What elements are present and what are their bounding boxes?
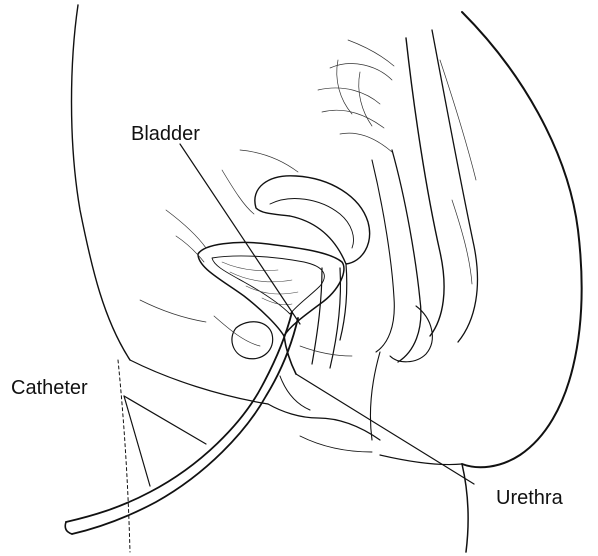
anal-canal	[370, 352, 380, 440]
catheter-tube-upper	[66, 312, 292, 522]
rectum-outer	[392, 150, 421, 362]
rectum-inner	[372, 160, 394, 352]
leg-front	[118, 360, 130, 552]
abdomen-outline	[72, 5, 131, 360]
perineum	[300, 436, 372, 452]
spine-front	[406, 38, 444, 336]
labia	[268, 404, 380, 440]
back-outline	[462, 12, 582, 467]
bladder-texture	[222, 262, 298, 305]
catheter-tube-lower	[72, 318, 298, 534]
pubic-bone	[232, 322, 273, 359]
vagina-front	[312, 268, 322, 364]
bladder-label: Bladder	[131, 124, 200, 144]
catheter-label: Catheter	[11, 378, 88, 398]
urethra-leader	[296, 374, 474, 484]
buttock-lower	[380, 455, 462, 465]
thigh-outline	[130, 360, 268, 404]
rectum-fold	[390, 306, 432, 362]
catheter-tip	[65, 522, 72, 534]
spine-back	[432, 30, 477, 342]
urethra-label: Urethra	[496, 488, 563, 508]
labia-inner	[280, 376, 310, 410]
sacrum-texture	[318, 40, 476, 284]
bladder-leader	[180, 144, 300, 324]
